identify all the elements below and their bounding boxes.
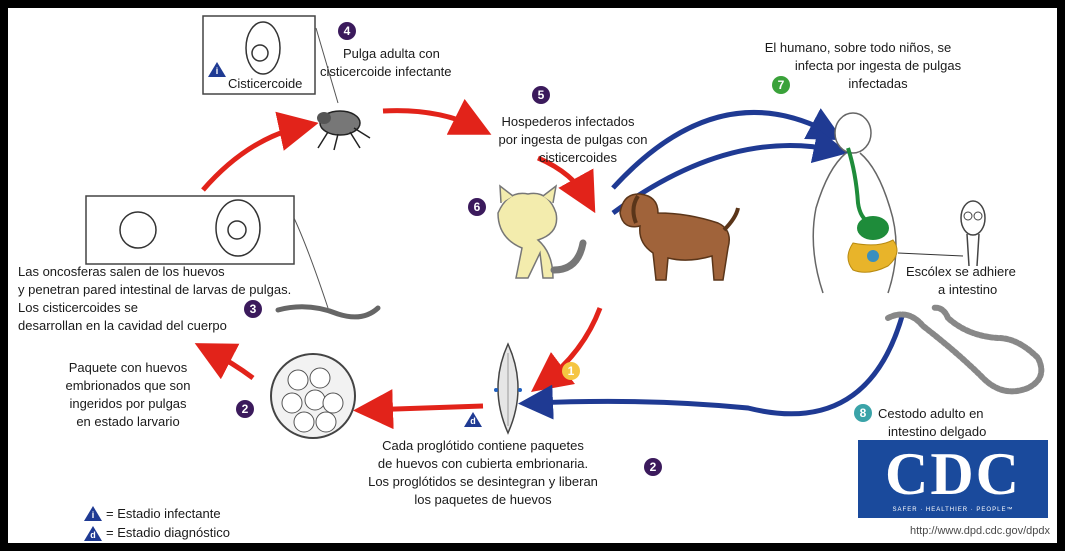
legend-infective-icon: i [84,506,102,521]
stage-1-text-line1: Cada proglótido contiene paquetes [308,438,658,454]
proglottid [494,344,522,433]
arrow-flea-to-hosts [383,111,478,128]
stage-5-badge: 5 [532,86,550,104]
stage-7-badge: 7 [772,76,790,94]
cdc-logo: CDC SAFER · HEALTHIER · PEOPLE™ [858,440,1048,518]
stage-8-text-line1: Cestodo adulto en [878,406,984,422]
stage-2-badge: 2 [236,400,254,418]
stage-7-text-line2: infecta por ingesta de pulgas [758,58,998,74]
stage-3-badge: 3 [244,300,262,318]
stage-2-text-line1: Paquete con huevos [28,360,228,376]
stage-1-text-line3: Los proglótidos se desintegran y liberan [298,474,668,490]
stage-8-badge: 8 [854,404,872,422]
stage-1-text-line4: los paquetes de huevos [308,492,658,508]
stage-1-badge: 1 [562,362,580,380]
flea-larva [278,307,378,317]
arrow-egg-to-larva [203,126,304,190]
stage-2-text-line4: en estado larvario [28,414,228,430]
stage-7-text-line1: El humano, sobre todo niños, se [738,40,978,56]
stage-3-text-line2: y penetran pared intestinal de larvas de… [18,282,291,298]
stage-3-text-line1: Las oncosferas salen de los huevos [18,264,225,280]
stage-4-text-line1: Pulga adulta con [343,46,440,62]
stage-3-text-line3: Los cisticercoides se [18,300,138,316]
scolex-text-line1: Escólex se adhiere [906,264,1016,280]
stage-4-text-line2: cisticercoide infectante [320,64,452,80]
legend-infective-label: = Estadio infectante [106,506,221,522]
stage-5-text-line3: cisticercoides [508,150,648,166]
diagnostic-stage-icon: d [464,412,482,427]
cdc-logo-letters: CDC [858,444,1048,504]
stage-4-badge: 4 [338,22,356,40]
stage-1-text-line2: de huevos con cubierta embrionaria. [308,456,658,472]
stage-8-text-line2: intestino delgado [888,424,986,440]
stage-2-text-line3: ingeridos por pulgas [28,396,228,412]
cdc-url[interactable]: http://www.dpd.cdc.gov/dpdx [838,524,1050,538]
legend-diagnostic-icon: d [84,526,102,541]
cat [498,186,583,278]
egg-packet [271,354,355,438]
oncosphere-box [86,196,294,264]
stage-7-text-line3: infectadas [808,76,948,92]
infective-stage-icon: i [208,62,226,77]
diagram-canvas: i Cisticercoide 4 Pulga adulta con cisti… [8,8,1057,543]
legend-diagnostic-label: = Estadio diagnóstico [106,525,230,541]
stage-6-badge: 6 [468,198,486,216]
adult-flea [317,111,370,150]
adult-tapeworm [888,308,1041,392]
cysticercoid-box-label: Cisticercoide [228,76,302,92]
stage-5-text-line1: Hospederos infectados [478,114,658,130]
dog [620,194,738,280]
scolex [961,201,985,266]
stage-3-text-line4: desarrollan en la cavidad del cuerpo [18,318,227,334]
stage-2-text-line2: embrionados que son [28,378,228,394]
scolex-text-line2: a intestino [938,282,997,298]
arrow-proglottid-to-eggpacket [368,406,483,410]
stage-5-text-line2: por ingesta de pulgas con [468,132,678,148]
cdc-tagline: SAFER · HEALTHIER · PEOPLE™ [858,506,1048,514]
